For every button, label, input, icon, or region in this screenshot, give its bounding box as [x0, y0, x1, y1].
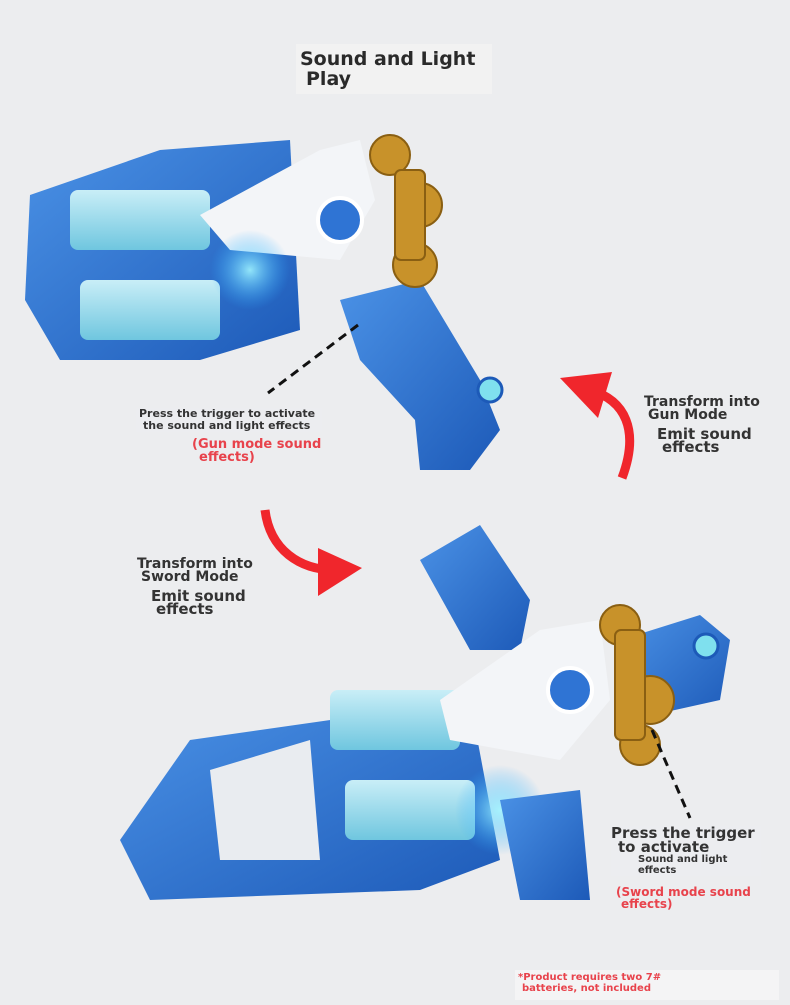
gun-trigger-note: Press the trigger to activate the sound … [136, 408, 322, 432]
sword-emit-line-1: Emit sound [151, 587, 246, 605]
arrow-to-sword-mode-head [318, 548, 362, 596]
gun-trigger-line-2: the sound and light effects [143, 419, 311, 432]
gun-gold-propeller [369, 134, 443, 288]
gun-light [210, 230, 290, 310]
gun-button [476, 376, 504, 404]
sword-transform-line-1: Transform into [137, 556, 253, 572]
battery-note-line-1: *Product requires two 7# [518, 972, 662, 983]
gun-transform-line-1: Transform into [644, 394, 760, 410]
battery-note: *Product requires two 7# batteries, not … [515, 970, 779, 1000]
sword-trigger-line-4: effects [638, 865, 677, 876]
sword-trigger-line-1: Press the trigger [611, 824, 755, 842]
gun-mode-note-line-1: (Gun mode sound [192, 437, 322, 452]
sword-trigger-line-2: to activate [618, 838, 710, 856]
sword-head [440, 620, 610, 760]
battery-note-line-2: batteries, not included [522, 983, 651, 994]
sword-transform-label: Transform into Sword Mode [137, 556, 253, 585]
gun-emit-label: Emit sound effects [657, 425, 752, 456]
sword-window-bottom [345, 780, 475, 840]
title-line-1: Sound and Light [300, 48, 476, 70]
sword-window-top [330, 690, 460, 750]
gun-handle [340, 280, 500, 470]
gun-emit-line-1: Emit sound [657, 425, 752, 443]
sword-mode-toy [120, 525, 730, 900]
gun-window-bottom [80, 280, 220, 340]
gun-transform-line-2: Gun Mode [648, 407, 728, 423]
gun-mode-toy [25, 134, 504, 470]
sword-gold-propeller [599, 604, 675, 766]
sword-trigger-pointer [650, 729, 692, 819]
gun-mode-note-line-2: effects) [199, 450, 255, 465]
sword-mode-note-line-1: (Sword mode sound [616, 885, 751, 899]
sword-lower-grip [500, 790, 590, 900]
gun-mode-note: (Gun mode sound effects) [192, 438, 321, 464]
sword-emit-label: Emit sound effects [151, 587, 246, 618]
sword-button [692, 632, 720, 660]
sword-mode-note-line-2: effects) [621, 897, 673, 911]
gun-emit-line-2: effects [662, 438, 720, 456]
gun-transform-label: Transform into Gun Mode [644, 394, 760, 423]
sword-trigger-note: Press the trigger to activate Sound and … [611, 826, 761, 876]
gun-trigger-pointer [267, 323, 359, 395]
gun-trigger-line-1: Press the trigger to activate [139, 407, 316, 420]
sword-trigger-line-3: Sound and light [638, 854, 728, 865]
arrow-to-gun-mode-head [560, 372, 612, 418]
title-line-2: Play [306, 68, 352, 90]
sword-emit-line-2: effects [156, 600, 214, 618]
sword-blade-white-panel [210, 740, 320, 860]
sword-mode-note: (Sword mode sound effects) [616, 886, 751, 910]
sword-transform-line-2: Sword Mode [141, 569, 239, 585]
sword-upper-guard [420, 525, 530, 650]
page-title: Sound and Light Play [296, 44, 492, 94]
gun-window-top [70, 190, 210, 250]
